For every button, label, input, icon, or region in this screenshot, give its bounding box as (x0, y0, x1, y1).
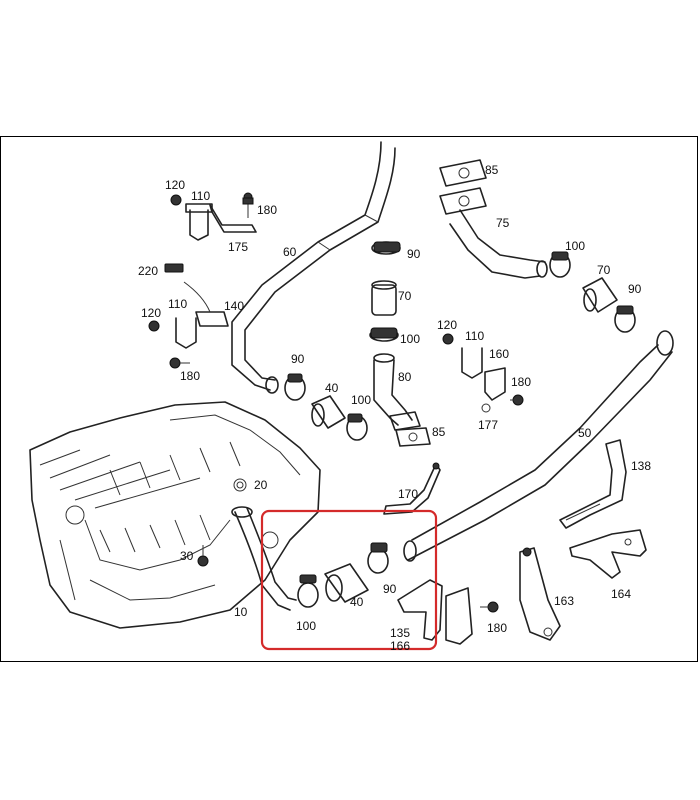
pipe-10 (231, 506, 297, 611)
label-30: 30 (180, 549, 194, 563)
label-70-right: 70 (597, 263, 611, 277)
label-170: 170 (398, 487, 418, 501)
bracket-110-right (461, 347, 483, 379)
bolt-180-bottom (480, 601, 499, 613)
clamp-90-highlighted (367, 542, 389, 574)
label-100-mid: 100 (400, 332, 420, 346)
pipe-80 (373, 353, 413, 426)
engine-block (29, 401, 321, 629)
bolt-120-mid (148, 320, 160, 332)
label-10: 10 (234, 605, 248, 619)
label-50: 50 (578, 426, 592, 440)
bolt-120-right (442, 333, 454, 345)
label-80: 80 (398, 370, 412, 384)
clamp-90-right (614, 305, 636, 333)
label-138: 138 (631, 459, 651, 473)
label-140: 140 (224, 299, 244, 313)
label-135: 135 (390, 626, 410, 640)
label-120-right: 120 (437, 318, 457, 332)
clamp-100-highlighted (297, 574, 319, 608)
label-164: 164 (611, 587, 631, 601)
label-163: 163 (554, 594, 574, 608)
label-120-mid: 120 (141, 306, 161, 320)
washer-177 (481, 403, 491, 413)
label-110-right: 110 (465, 329, 484, 343)
clamp-100-right (549, 251, 571, 278)
bolt-120-top (170, 194, 182, 206)
bolt-180-mid (169, 357, 190, 369)
label-180-bottom: 180 (487, 621, 507, 635)
label-70-upper: 70 (398, 289, 412, 303)
bracket-140 (183, 281, 229, 327)
label-100-left: 100 (351, 393, 371, 407)
label-90-left: 90 (291, 352, 305, 366)
hose-40-highlighted (324, 563, 369, 603)
hose-70-upper (371, 280, 397, 316)
pipe-60 (231, 141, 396, 394)
label-110-top: 110 (191, 189, 210, 203)
label-180-right: 180 (511, 375, 531, 389)
pipe-50 (403, 330, 674, 562)
hose-40-upper (311, 395, 346, 429)
bracket-110-top (185, 203, 213, 241)
label-85-lower: 85 (432, 425, 446, 439)
label-110-mid: 110 (168, 297, 187, 311)
bolt-30 (197, 545, 209, 567)
label-60: 60 (283, 245, 297, 259)
bracket-110-mid (175, 317, 197, 349)
label-20: 20 (254, 478, 268, 492)
bolt-180-right (510, 394, 524, 406)
gasket-85-lower (389, 411, 431, 447)
label-100-right: 100 (565, 239, 585, 253)
label-175: 175 (228, 240, 248, 254)
label-40-upper: 40 (325, 381, 339, 395)
pipe-75 (449, 209, 548, 279)
label-120-top: 120 (165, 178, 185, 192)
seal-ring-20 (233, 478, 247, 492)
label-180-mid: 180 (180, 369, 200, 383)
label-90-right: 90 (628, 282, 642, 296)
label-177: 177 (478, 418, 498, 432)
bracket-164 (569, 529, 647, 579)
clamp-100-left (346, 413, 368, 441)
label-75: 75 (496, 216, 510, 230)
label-180-top: 180 (257, 203, 277, 217)
label-160: 160 (489, 347, 509, 361)
label-100-highlighted: 100 (296, 619, 316, 633)
label-40-highlighted: 40 (350, 595, 364, 609)
clamp-90-left (284, 373, 306, 401)
label-90-top: 90 (407, 247, 421, 261)
clamp-90-top (371, 241, 401, 255)
bracket-160 (484, 367, 506, 401)
bracket-170 (383, 462, 441, 515)
label-220: 220 (138, 264, 158, 278)
bolt-180-top (242, 197, 254, 205)
label-85-top: 85 (485, 163, 499, 177)
label-90-highlighted: 90 (383, 582, 397, 596)
hose-70-right (582, 277, 618, 313)
highlight-box (260, 509, 438, 651)
connector-220 (164, 263, 184, 273)
clamp-100-mid (369, 327, 399, 342)
bracket-163 (519, 547, 561, 641)
bracket-138 (559, 439, 627, 529)
bracket-135-166 (397, 579, 473, 645)
label-166: 166 (390, 639, 410, 653)
part-labels: 85 120 110 180 75 175 100 60 90 220 70 9… (138, 163, 651, 653)
gasket-85-top (439, 159, 487, 215)
